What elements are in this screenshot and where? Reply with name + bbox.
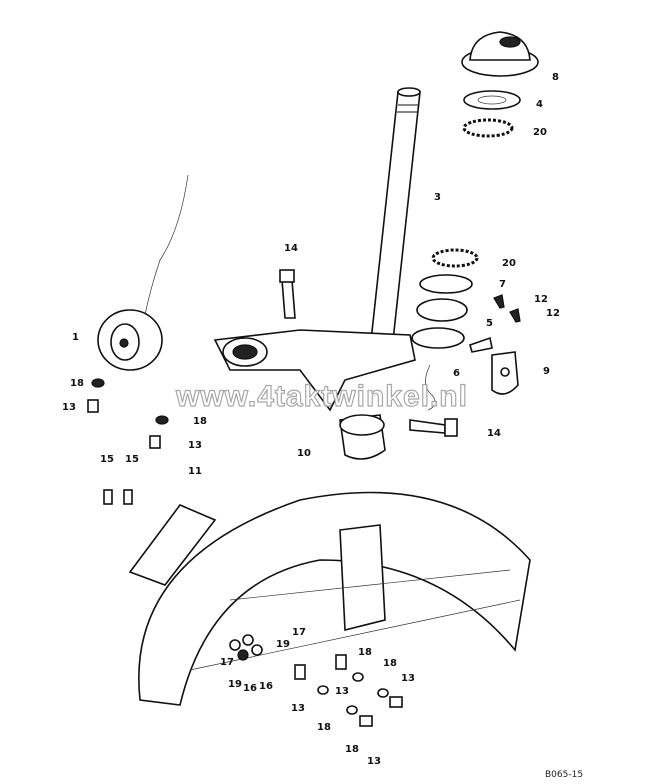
callout-labels: 8 4 20 3 20 14 7 12 12 5 1 9 6 18 13 18 …	[62, 72, 560, 767]
callout-18: 18	[345, 744, 359, 755]
callout-13: 13	[401, 673, 415, 684]
callout-18: 18	[358, 647, 372, 658]
callout-18: 18	[193, 416, 207, 427]
callout-10: 10	[297, 448, 311, 459]
part-bottom-bridge	[213, 329, 416, 460]
callout-19: 19	[228, 679, 242, 690]
part-front-fender	[138, 491, 531, 706]
callout-15: 15	[100, 454, 114, 465]
callout-7: 7	[499, 279, 506, 290]
callout-14: 14	[487, 428, 501, 439]
part-steel-balls	[462, 118, 514, 138]
callout-14: 14	[284, 243, 298, 254]
part-speedometer-gear	[97, 174, 189, 371]
callout-11: 11	[188, 466, 202, 477]
callout-6: 6	[453, 368, 460, 379]
callout-13: 13	[291, 703, 305, 714]
callout-18: 18	[383, 658, 397, 669]
callout-15: 15	[125, 454, 139, 465]
drawing-code: B065-15	[545, 770, 583, 780]
callout-13: 13	[188, 440, 202, 451]
callout-12: 12	[534, 294, 548, 305]
fender-hardware	[229, 634, 403, 727]
callout-13: 13	[367, 756, 381, 767]
callout-19: 19	[276, 639, 290, 650]
callout-20: 20	[533, 127, 547, 138]
callout-3: 3	[434, 192, 441, 203]
callout-16: 16	[259, 681, 273, 692]
callout-12: 12	[546, 308, 560, 319]
callout-5: 5	[486, 318, 493, 329]
part-washer	[463, 90, 521, 110]
callout-13: 13	[62, 402, 76, 413]
callout-20: 20	[502, 258, 516, 269]
callout-18: 18	[70, 378, 84, 389]
callout-8: 8	[552, 72, 559, 83]
part-reflector	[128, 504, 217, 586]
callout-4: 4	[536, 99, 543, 110]
callout-9: 9	[543, 366, 550, 377]
part-cap-nut	[461, 31, 539, 77]
part-steering-stem	[369, 87, 421, 351]
callout-13: 13	[335, 686, 349, 697]
callout-17: 17	[292, 627, 306, 638]
callout-1: 1	[72, 332, 79, 343]
watermark: www.4taktwinkel.nl	[175, 380, 468, 413]
callout-17: 17	[220, 657, 234, 668]
callout-18: 18	[317, 722, 331, 733]
callout-16: 16	[243, 683, 257, 694]
